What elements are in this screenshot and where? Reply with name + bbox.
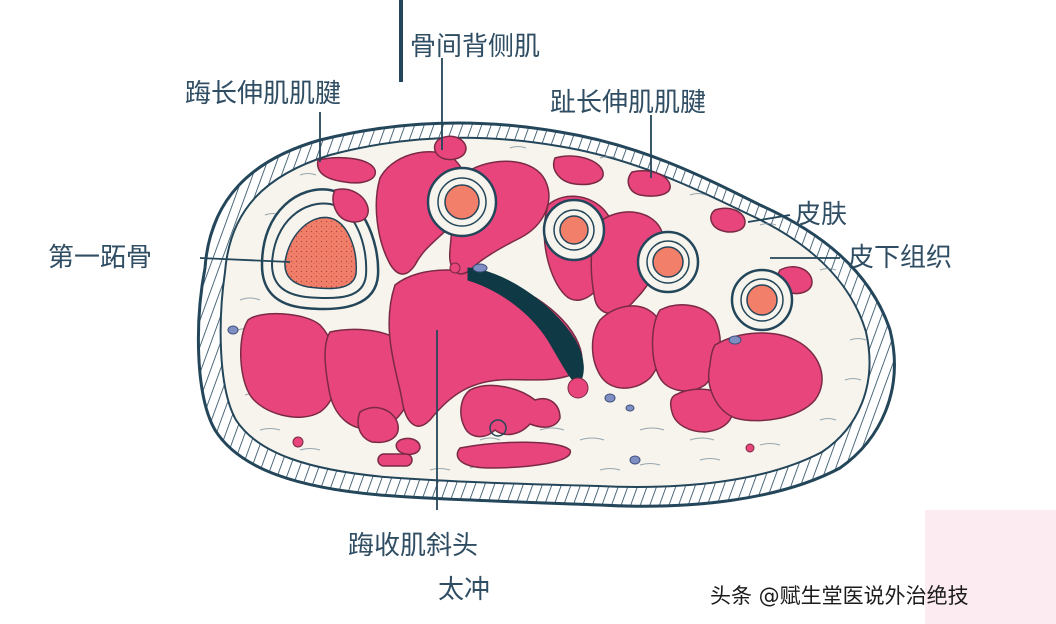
label-skin: 皮肤 — [795, 200, 848, 230]
label-interosseous: 骨间背侧肌 — [410, 32, 541, 62]
vessels — [227, 263, 742, 465]
top-marker-bar — [399, 0, 403, 82]
second-metatarsal — [426, 166, 498, 238]
label-taichong: 太冲 — [438, 575, 491, 605]
leader-lines — [199, 58, 840, 510]
leader-first-metatarsal — [199, 257, 291, 263]
lower-oval — [377, 453, 413, 467]
leader-skin — [747, 214, 791, 223]
label-edl-tendon: 趾长伸肌肌腱 — [550, 88, 707, 118]
small-nodes — [292, 262, 755, 453]
fourth-metatarsal — [636, 230, 700, 294]
label-adductor-oblique: 踇收肌斜头 — [348, 531, 479, 561]
third-metatarsal — [542, 198, 606, 262]
nerve-ring — [489, 419, 507, 437]
label-first-metatarsal: 第一跖骨 — [48, 243, 153, 273]
fifth-metatarsal — [730, 268, 794, 332]
label-subcutaneous: 皮下组织 — [848, 243, 953, 273]
watermark: 头条 @赋生堂医说外治绝技 — [710, 584, 969, 608]
metatarsal-bones — [426, 166, 794, 332]
subcutaneous-texture — [237, 146, 867, 471]
watermark-decoration — [925, 510, 1056, 624]
label-ehl-tendon: 踇长伸肌肌腱 — [185, 79, 342, 109]
